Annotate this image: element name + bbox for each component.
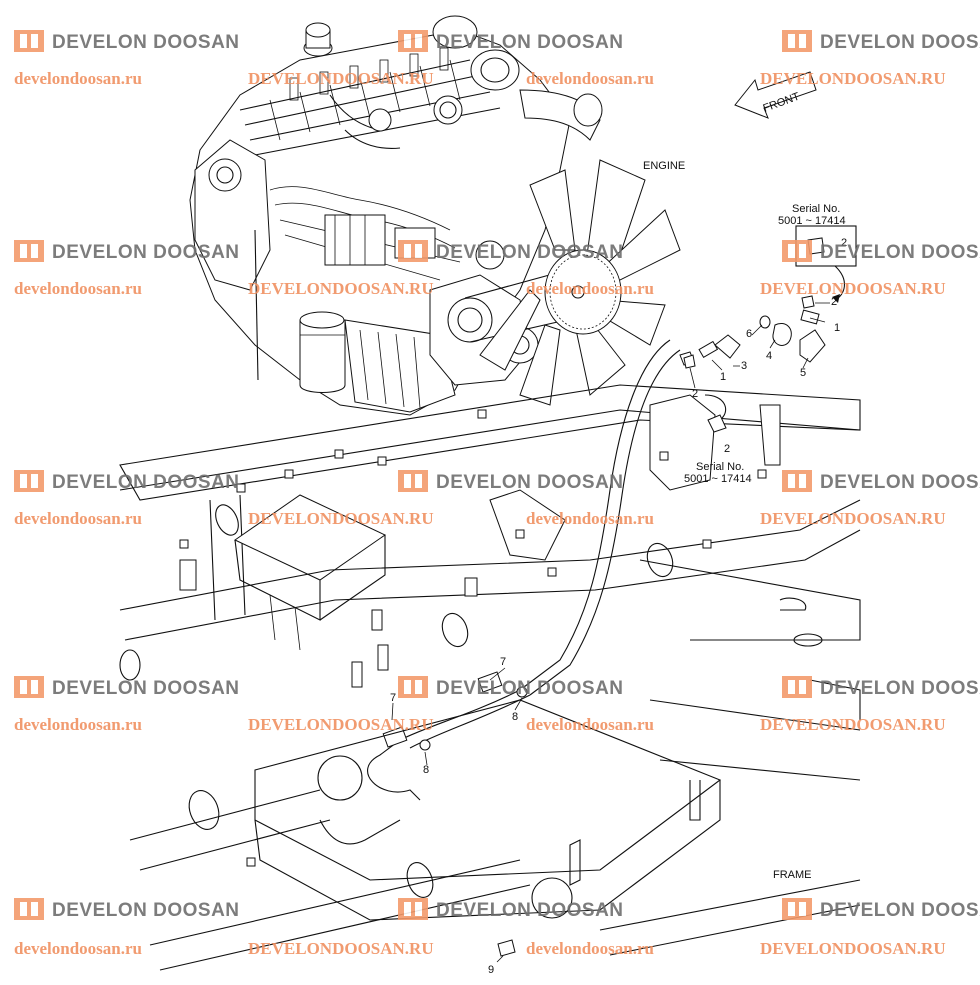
watermark-url: DEVELONDOOSAN.RU: [248, 69, 434, 88]
watermark-brand: DEVELON DOOSAN: [52, 472, 240, 493]
watermark-logo: [398, 898, 428, 920]
watermark-brand: DEVELON DOOSAN: [820, 678, 980, 699]
watermark-url: DEVELONDOOSAN.RU: [248, 715, 434, 734]
watermark-url: DEVELONDOOSAN.RU: [248, 939, 434, 958]
watermark-logo: [398, 470, 428, 492]
watermark-logo: [782, 898, 812, 920]
watermark-url: develondoosan.ru: [526, 509, 654, 528]
part-number-9: 9: [488, 964, 494, 976]
watermark-url: develondoosan.ru: [526, 715, 654, 734]
watermark-url: DEVELONDOOSAN.RU: [760, 715, 946, 734]
front-arrow: [734, 71, 817, 119]
watermark-url: DEVELONDOOSAN.RU: [248, 509, 434, 528]
watermark-logo: [782, 676, 812, 698]
part-number-2-left: 2: [692, 388, 698, 400]
part-number-2-right: 2: [831, 296, 837, 308]
part-number-6: 6: [746, 328, 752, 340]
watermark-brand: DEVELON DOOSAN: [436, 32, 624, 53]
watermark-url: DEVELONDOOSAN.RU: [760, 69, 946, 88]
watermark-url: DEVELONDOOSAN.RU: [760, 509, 946, 528]
watermark-brand: DEVELON DOOSAN: [820, 900, 980, 921]
engine-drawing: [189, 15, 603, 416]
watermark-brand: DEVELON DOOSAN: [52, 32, 240, 53]
watermark-url: DEVELONDOOSAN.RU: [248, 279, 434, 298]
watermark-url: develondoosan.ru: [526, 939, 654, 958]
serial-title-top: Serial No.: [792, 203, 840, 215]
part-number-5: 5: [800, 367, 806, 379]
watermark-brand: DEVELON DOOSAN: [436, 242, 624, 263]
part-number-7-left: 7: [390, 692, 396, 704]
fitting-parts: [391, 225, 857, 963]
cooling-fan: [479, 159, 681, 406]
watermark-logo: [14, 30, 44, 52]
watermark-brand: DEVELON DOOSAN: [436, 472, 624, 493]
watermark-url: develondoosan.ru: [526, 279, 654, 298]
watermark-logo: [782, 30, 812, 52]
watermark-brand: DEVELON DOOSAN: [436, 678, 624, 699]
engine-label: ENGINE: [643, 160, 685, 172]
watermark-logo: [782, 240, 812, 262]
watermark-url: develondoosan.ru: [14, 509, 142, 528]
watermark-url: develondoosan.ru: [14, 715, 142, 734]
part-number-4: 4: [766, 350, 772, 362]
serial-title-bottom: Serial No.: [696, 461, 744, 473]
watermark-logo: [14, 898, 44, 920]
part-number-2-box-bottom: 2: [724, 443, 730, 455]
watermark-brand: DEVELON DOOSAN: [820, 472, 980, 493]
watermark-logo: [782, 470, 812, 492]
watermark-url: develondoosan.ru: [14, 69, 142, 88]
watermark-url: DEVELONDOOSAN.RU: [760, 939, 946, 958]
watermark-url: DEVELONDOOSAN.RU: [760, 279, 946, 298]
watermark-brand: DEVELON DOOSAN: [820, 242, 980, 263]
serial-range-top: 5001 ~ 17414: [778, 215, 846, 227]
part-number-3: 3: [741, 360, 747, 372]
watermark-logo: [398, 240, 428, 262]
watermark-logo: [398, 30, 428, 52]
part-number-8-left: 8: [423, 764, 429, 776]
watermark-brand: DEVELON DOOSAN: [52, 900, 240, 921]
watermark-grid: DEVELON DOOSAN DEVELON DOOSAN DEVELON DO…: [14, 30, 980, 958]
watermark-brand: DEVELON DOOSAN: [820, 32, 980, 53]
watermark-brand: DEVELON DOOSAN: [436, 900, 624, 921]
part-number-2-box-top: 2: [841, 237, 847, 249]
frame-drawing: [119, 339, 861, 971]
watermark-logo: [14, 470, 44, 492]
watermark-url: develondoosan.ru: [14, 939, 142, 958]
watermark-brand: DEVELON DOOSAN: [52, 678, 240, 699]
watermark-logo: [14, 240, 44, 262]
watermark-brand: DEVELON DOOSAN: [52, 242, 240, 263]
part-number-8-right: 8: [512, 711, 518, 723]
watermark-url: develondoosan.ru: [526, 69, 654, 88]
watermark-logo: [14, 676, 44, 698]
part-number-1-right: 1: [834, 322, 840, 334]
serial-range-bottom: 5001 ~ 17414: [684, 473, 752, 485]
frame-label: FRAME: [773, 869, 812, 881]
part-number-1-left: 1: [720, 371, 726, 383]
watermark-url: develondoosan.ru: [14, 279, 142, 298]
part-number-7-right: 7: [500, 656, 506, 668]
watermark-logo: [398, 676, 428, 698]
